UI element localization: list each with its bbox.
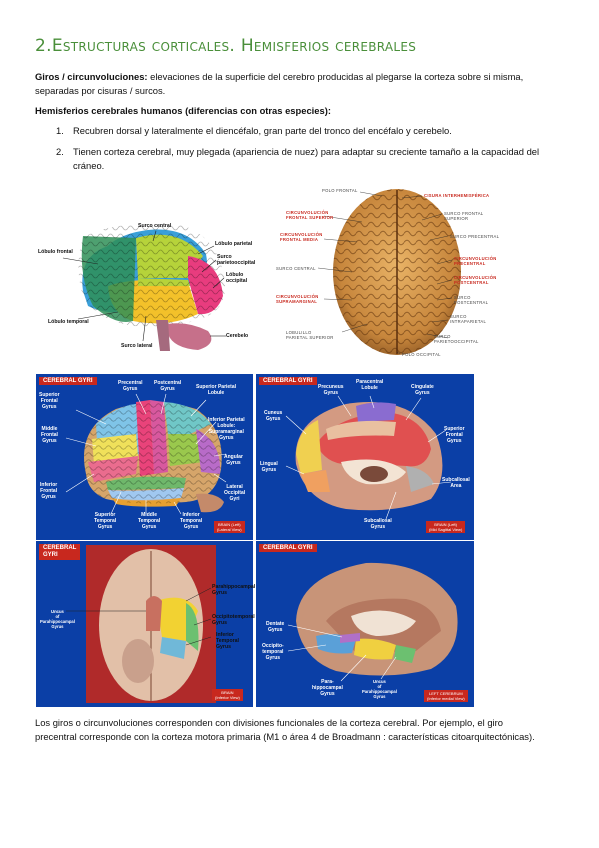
label-inferior-temporal-gyrus: Inferior Temporal Gyrus bbox=[180, 512, 203, 530]
panel-inferior-view: CEREBRAL GYRI Parahippocampal Gyrus Uncu… bbox=[36, 541, 256, 707]
label-superior-frontal-gyrus-sag: Superior Frontal Gyrus bbox=[444, 426, 465, 444]
intro-term: Giros / circunvoluciones: bbox=[35, 71, 148, 82]
label-dentate-gyrus: Dentate Gyrus bbox=[266, 621, 285, 633]
label-inferior-parietal-lobule: Inferior Parietal Lobule: Supramarginal … bbox=[208, 417, 245, 441]
subheading: Hemisferios cerebrales humanos (diferenc… bbox=[35, 105, 331, 116]
label-lingual-gyrus: Lingual Gyrus bbox=[260, 461, 278, 473]
label-lateral-occipital-gyri: Lateral Occipital Gyri bbox=[224, 484, 246, 502]
label-surco-central: Surco central bbox=[138, 223, 172, 229]
label-circ-precentral: CIRCUNVOLUCIÓN PRECENTRAL bbox=[454, 256, 497, 266]
footer-line2: precentral corresponde con la corteza mo… bbox=[35, 731, 535, 742]
lobes-figure: Lóbulo frontal Surco central Lóbulo pari… bbox=[38, 216, 260, 356]
label-surco-parietooccipital-sup: SURCO PARIETOOCCIPITAL bbox=[434, 334, 479, 344]
label-parahippocampal-gyrus: Parahippocampal Gyrus bbox=[212, 584, 256, 596]
mid-sagittal-image bbox=[285, 395, 452, 520]
label-lobulo-parietal: Lóbulo parietal bbox=[215, 241, 253, 247]
label-circ-supramarginal: CIRCUNVOLUCIÓN SUPRAMARGINAL bbox=[276, 294, 319, 304]
label-cingulate-gyrus: Cingulate Gyrus bbox=[411, 384, 434, 396]
label-subcallosal-gyrus: Subcallosal Gyrus bbox=[364, 518, 392, 530]
label-surco-postcentral: SURCO POSTCENTRAL bbox=[454, 295, 489, 305]
label-surco-parietooccipital: Surco parietooccipital bbox=[217, 254, 256, 266]
panel-tag: LEFT CEREBRUM (Inferior medial View) bbox=[424, 690, 468, 702]
list-item-number: 1. bbox=[56, 125, 64, 136]
label-uncus: Uncus of Parahippocampal Gyrus bbox=[40, 609, 75, 629]
label-superior-temporal-gyrus: Superior Temporal Gyrus bbox=[94, 512, 117, 530]
label-circ-frontal-superior: CIRCUNVOLUCIÓN FRONTAL SUPERIOR bbox=[286, 210, 334, 220]
label-surco-central-sup: SURCO CENTRAL bbox=[276, 266, 316, 271]
label-cisura-interhemisferica: CISURA INTERHEMISFÉRICA bbox=[424, 193, 490, 198]
label-lobulo-frontal: Lóbulo frontal bbox=[38, 249, 73, 255]
label-parahippocampal-gyrus-med: Para- hippocampal Gyrus bbox=[312, 679, 343, 697]
label-circ-frontal-media: CIRCUNVOLUCIÓN FRONTAL MEDIA bbox=[280, 232, 323, 242]
list-item-line2: cráneo. bbox=[73, 160, 105, 171]
label-cuneus-gyrus: Cuneus Gyrus bbox=[264, 410, 283, 422]
label-inferior-temporal-gyrus-inf: Inferior Temporal Gyrus bbox=[216, 632, 239, 650]
label-angular-gyrus: Angular Gyrus bbox=[224, 454, 243, 466]
numbered-list: 1. Recubren dorsal y lateralmente el die… bbox=[56, 124, 561, 173]
page-title: 2.Estructuras corticales. Hemisferios ce… bbox=[35, 36, 417, 56]
label-surco-lateral: Surco lateral bbox=[121, 343, 153, 349]
list-item: 1. Recubren dorsal y lateralmente el die… bbox=[56, 124, 561, 145]
label-postcentral-gyrus: Postcentral Gyrus bbox=[154, 380, 182, 392]
label-surco-precentral: SURCO PRECENTRAL bbox=[450, 234, 500, 239]
list-item-line1: Tienen corteza cerebral, muy plegada (ap… bbox=[73, 146, 540, 157]
label-occipitotemporal-gyrus: Occipitotemporal Gyrus bbox=[212, 614, 255, 626]
list-item-number: 2. bbox=[56, 146, 64, 157]
label-paracentral-lobule: Paracentral Lobule bbox=[356, 379, 384, 391]
lobes-brain-image bbox=[62, 223, 226, 351]
label-middle-temporal-gyrus: Middle Temporal Gyrus bbox=[138, 512, 161, 530]
label-lobulillo-parietal-sup: LOBULILLO PARIETAL SUPERIOR bbox=[286, 330, 334, 340]
label-lobulo-occipital: Lóbulo occipital bbox=[226, 272, 248, 284]
label-lobulo-temporal: Lóbulo temporal bbox=[48, 319, 89, 325]
label-occipitotemporal-gyrus-med: Occipito- temporal Gyrus bbox=[262, 643, 284, 661]
label-polo-frontal: POLO FRONTAL bbox=[322, 188, 358, 193]
label-surco-frontal-superior: SURCO FRONTAL SUPERIOR bbox=[444, 211, 484, 221]
lateral-gyri-image bbox=[65, 393, 227, 515]
panel-mid-sagittal: CEREBRAL GYRI Precuneus Gyrus Paracentra… bbox=[256, 374, 474, 540]
inferior-medial-image bbox=[287, 562, 458, 682]
label-precentral-gyrus: Precentral Gyrus bbox=[118, 380, 143, 392]
label-surco-intraparietal: SURCO INTRAPARIETAL bbox=[450, 314, 487, 324]
label-uncus-med: Uncus of Parahippocampal Gyrus bbox=[362, 679, 397, 699]
panel-tag: BRAIN (Left) (Mid Sagittal View) bbox=[426, 521, 466, 533]
list-item: 2. Tienen corteza cerebral, muy plegada … bbox=[56, 145, 561, 173]
label-circ-postcentral: CIRCUNVOLUCIÓN POSTCENTRAL bbox=[454, 275, 497, 285]
label-subcallosal-area: Subcallosal Area bbox=[442, 477, 470, 489]
panel-header: CEREBRAL GYRI bbox=[39, 544, 81, 560]
panel-lateral-gyri: CEREBRAL GYRI bbox=[36, 374, 253, 540]
label-inferior-frontal-gyrus: Inferior Frontal Gyrus bbox=[40, 482, 58, 500]
superior-brain-image bbox=[317, 189, 461, 355]
panel-header: CEREBRAL GYRI bbox=[259, 377, 317, 385]
panel-tag: BRAIN (Left) (Lateral View) bbox=[214, 521, 245, 533]
panel-inferior-medial: CEREBRAL GYRI Dentate Gyrus Occipito- te… bbox=[256, 541, 474, 707]
superior-view-figure: POLO FRONTAL CIRCUNVOLUCIÓN FRONTAL SUPE… bbox=[272, 184, 572, 360]
intro-line2: separadas por cisuras / surcos. bbox=[35, 85, 166, 96]
label-superior-frontal-gyrus: Superior Frontal Gyrus bbox=[39, 392, 60, 410]
list-item-line1: Recubren dorsal y lateralmente el diencé… bbox=[73, 125, 452, 136]
panel-header: CEREBRAL GYRI bbox=[39, 377, 97, 385]
inferior-brain-image bbox=[66, 549, 212, 701]
footer-paragraph: Los giros o circunvoluciones corresponde… bbox=[35, 716, 570, 744]
panel-header: CEREBRAL GYRI bbox=[259, 544, 317, 552]
panel-tag: BRAIN (Inferior View) bbox=[212, 689, 243, 701]
intro-line1: elevaciones de la superficie del cerebro… bbox=[150, 71, 524, 82]
label-middle-frontal-gyrus: Middle Frontal Gyrus bbox=[41, 426, 58, 444]
label-polo-occipital: POLO OCCIPITAL bbox=[402, 352, 441, 357]
label-precuneus-gyrus: Precuneus Gyrus bbox=[318, 384, 344, 396]
footer-line1: Los giros o circunvoluciones corresponde… bbox=[35, 717, 503, 728]
label-cerebelo: Cerebelo bbox=[226, 333, 249, 339]
label-superior-parietal-lobule: Superior Parietal Lobule bbox=[196, 384, 237, 396]
intro-paragraph: Giros / circunvoluciones: elevaciones de… bbox=[35, 70, 565, 98]
